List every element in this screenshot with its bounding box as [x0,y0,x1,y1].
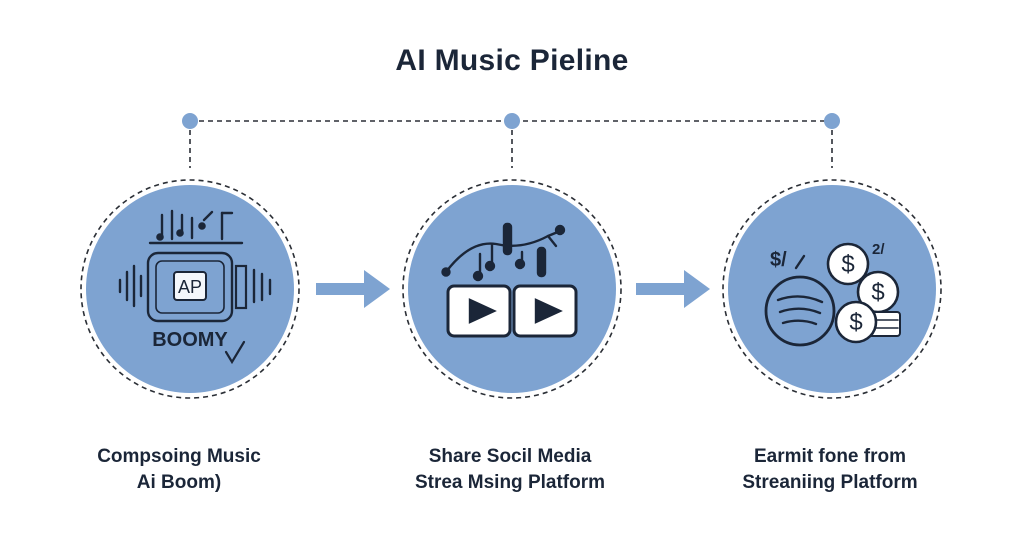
step-caption-1: Compsoing Music Ai Boom) [49,444,309,496]
arrow-right-icon [636,270,710,308]
brand-label: BOOMY [152,329,228,351]
streaming-money-icon [764,242,901,347]
step-caption-2: Share Socil Media Strea Msing Platform [380,444,640,496]
step-caption-3-line2: Streaniing Platform [742,472,918,493]
step-caption-1-line2: Ai Boom) [136,472,222,493]
step-circle-2 [402,179,622,399]
coin-dollar-2: $ [871,279,884,306]
ai-chip-label: AP [178,277,202,297]
step-circle-1 [80,179,300,399]
page-title: AI Music Pieline [395,44,629,77]
coin-dollar-3: $ [849,309,862,336]
connector-dot-2 [504,113,520,129]
step-caption-3-line1: Earmit fone from [753,446,907,467]
video-music-share-icon [441,222,578,338]
money-rate-label-2: 2/ [872,241,885,258]
step-caption-3: Earmit fone from Streaniing Platform [700,444,960,496]
step-circle-3-fill [728,185,936,393]
connector-dot-3 [824,113,840,129]
coin-dollar-1: $ [841,251,854,278]
step-caption-2-line1: Share Socil Media [428,446,592,467]
step-circle-2-fill [408,185,616,393]
money-rate-label: $/ [770,249,787,271]
arrow-right-icon [316,270,390,308]
step-caption-2-line2: Strea Msing Platform [414,472,606,493]
connector-dot-1 [182,113,198,129]
step-circle-3 [722,179,942,399]
ai-music-waveform-icon [118,209,272,365]
step-caption-1-line1: Compsoing Music [97,446,261,467]
